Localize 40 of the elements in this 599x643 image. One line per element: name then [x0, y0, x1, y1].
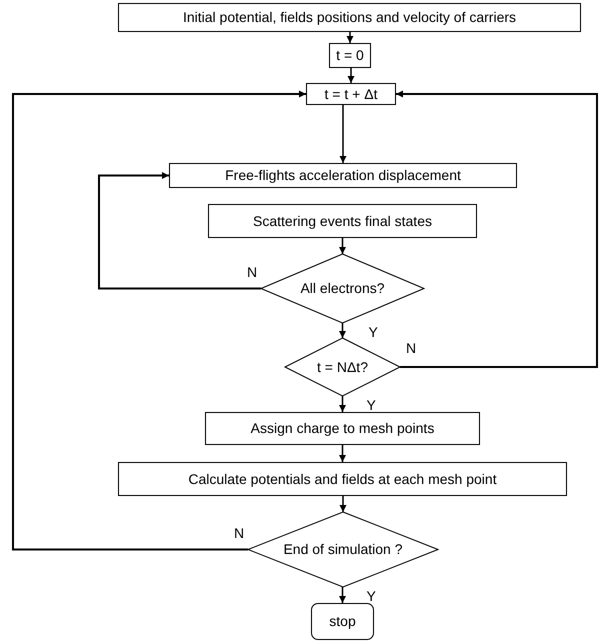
node-text: t = t + Δt [324, 86, 378, 102]
arrow [339, 323, 346, 338]
arrow [339, 587, 346, 603]
arrow [339, 238, 346, 254]
arrow [340, 105, 346, 163]
decision-diamond [285, 338, 400, 396]
decision-diamond [248, 512, 438, 587]
node-text: Free-flights acceleration displacement [225, 167, 461, 184]
arrow [396, 90, 598, 368]
process-box [205, 412, 480, 445]
arrow [98, 172, 261, 290]
arrow [346, 32, 354, 43]
arrow [340, 496, 346, 512]
process-box [169, 163, 517, 188]
node-text: Initial potential, fields positions and velocity of carriers [182, 9, 516, 26]
process-box [208, 204, 477, 238]
node-text: t = NΔt? [317, 358, 368, 376]
node-text: Scattering events final states [253, 212, 432, 230]
process-box [306, 83, 396, 105]
arrow [339, 396, 346, 412]
decision-diamond [261, 254, 424, 323]
arrow [339, 445, 346, 462]
edge-label: Y [368, 325, 378, 339]
node-text: Calculate potentials and fields at each mesh point [188, 470, 497, 488]
process-box [329, 43, 371, 68]
edge-label: Y [366, 589, 376, 603]
terminal-box [311, 603, 374, 640]
edge-label: N [234, 526, 244, 540]
node-text: Assign charge to mesh points [250, 420, 434, 437]
edge-label: Y [366, 398, 376, 412]
arrow [12, 90, 306, 550]
process-box [118, 462, 567, 496]
process-box [118, 3, 581, 32]
node-text: stop [329, 613, 356, 630]
edge-label: N [247, 264, 258, 278]
node-text: End of simulation ? [282, 541, 404, 558]
node-text: t = 0 [336, 47, 364, 64]
edge-label: N [406, 341, 416, 355]
arrow [348, 68, 354, 83]
node-text: All electrons? [300, 280, 385, 297]
